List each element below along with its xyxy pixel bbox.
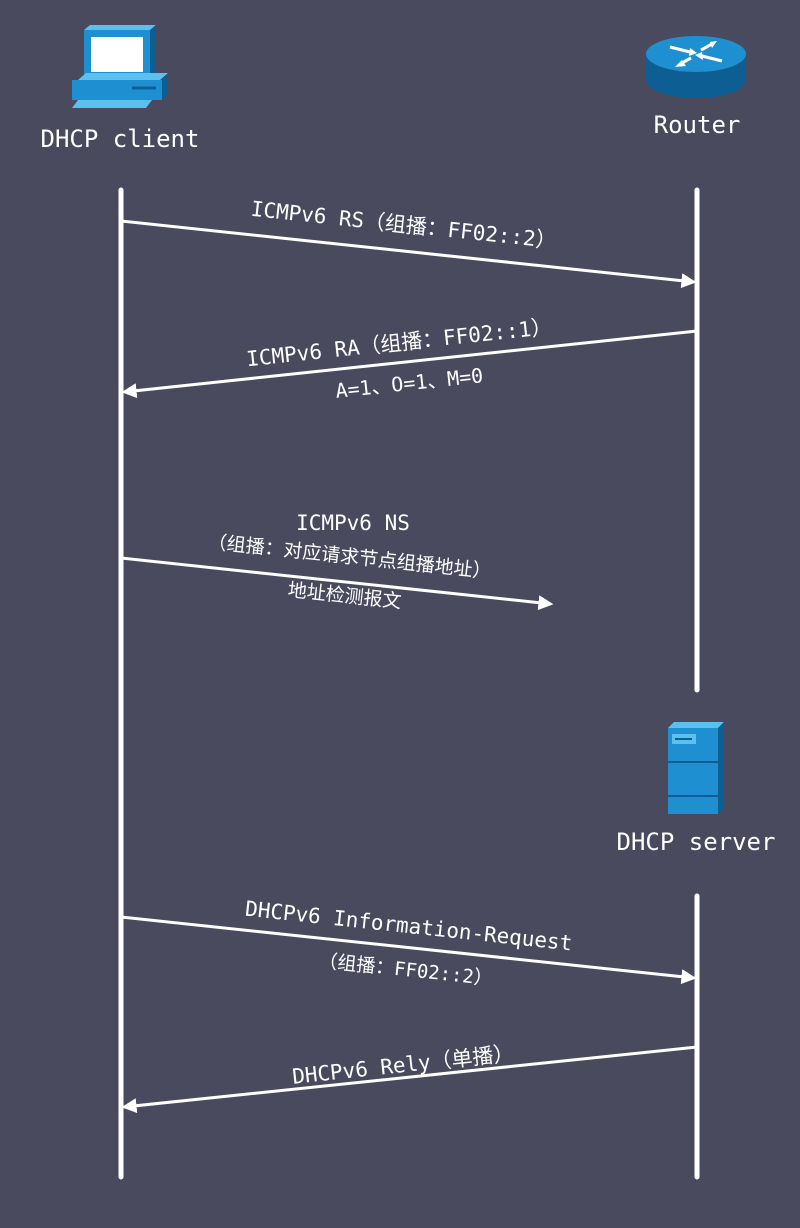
server-tower-icon [668, 722, 724, 814]
ns-multicast-label: （组播：对应请求节点组播地址） [207, 531, 493, 583]
reply-label: DHCPv6 Rely（单播） [291, 1041, 515, 1089]
reply-arrow [121, 1045, 698, 1114]
router-label: Router [654, 111, 741, 139]
rs-arrow [120, 219, 697, 289]
ra-flags-label: A=1、O=1、M=0 [334, 363, 484, 403]
server-label: DHCP server [617, 828, 776, 856]
client-label: DHCP client [41, 125, 200, 153]
router-icon [646, 36, 746, 98]
info-request-multicast-label: （组播：FF02::2） [317, 950, 493, 990]
ns-arrow [120, 556, 554, 611]
ns-label: ICMPv6 NS [296, 511, 410, 535]
ra-arrow [121, 329, 698, 399]
desktop-computer-icon [72, 25, 168, 108]
ns-dad-label: 地址检测报文 [287, 579, 403, 613]
rs-label: ICMPv6 RS（组播：FF02::2） [250, 197, 558, 254]
info-request-arrow [120, 915, 697, 985]
